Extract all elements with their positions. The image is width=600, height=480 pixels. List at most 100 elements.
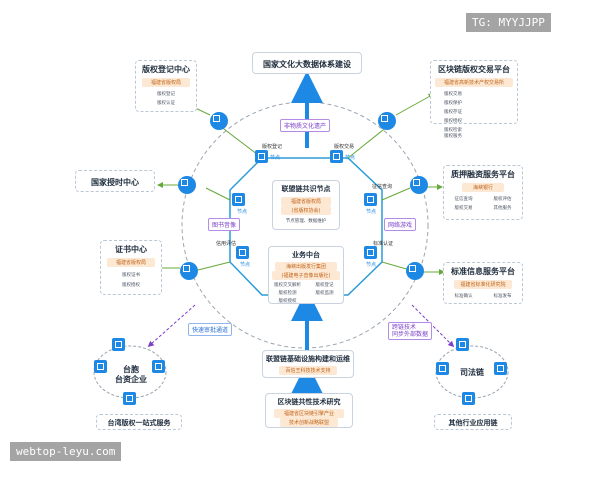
national-time-title: 国家授时中心: [91, 178, 139, 187]
trade-item: 版权检索: [444, 128, 462, 133]
culture-bigdata-title: 国家文化大数据体系建设: [263, 60, 351, 69]
culture-bigdata-box: 国家文化大数据体系建设: [252, 52, 362, 74]
building-icon: [456, 338, 469, 351]
infra-box: 联盟链基础设施构建和运维 百信王科技技术支持: [262, 350, 354, 378]
blockchain-trade-org: 福建省高新技术产权交易所: [435, 78, 513, 87]
network-game-tag: 网络游戏: [384, 218, 417, 231]
building-icon: [94, 360, 107, 373]
ring-label-standard: 标准认证: [373, 241, 394, 247]
infra-title: 联盟链基础设施构建和运维: [266, 355, 350, 363]
pledge-finance-platform: 质押融资服务平台 海峡银行 征信查询 版权评估 版权交易 其他服务: [443, 165, 523, 220]
consensus-node-title: 联盟链共识节点: [281, 185, 331, 193]
business-platform-box: 业务中台 海峡出版发行集团 (福建电子音像出版社) 版权交叉解析 版权登记 版权…: [268, 246, 344, 304]
building-icon: [112, 338, 125, 351]
certificate-center-org: 福建省版权局: [107, 258, 155, 267]
outer-ring: [181, 101, 429, 349]
pledge-item: 版权交易: [454, 206, 473, 211]
copyright-register-item: 版权登记: [157, 92, 175, 97]
node-label: 节点: [366, 262, 377, 268]
certificate-center: 证书中心 福建省版权局 版权证书 版权授权: [100, 240, 162, 295]
standard-item: 标准发布: [493, 294, 512, 299]
taiwan-service-text: 台湾版权一站式服务: [107, 419, 171, 427]
blockchain-trade-title: 区块链版权交易平台: [438, 65, 510, 74]
blockchain-trade-platform: 区块链版权交易平台 福建省高新技术产权交易所 版权交易 版权保护 版权存证 版权…: [430, 60, 518, 139]
ring-label-credit-eval: 信用评估: [216, 241, 237, 247]
taiwan-title: 台胞: [123, 365, 139, 374]
watermark-top: TG: MYYJJPP: [466, 13, 551, 32]
node-icon: [232, 193, 245, 206]
research-title: 区块链共性技术研究: [277, 398, 341, 406]
inner-octagon: [229, 157, 383, 296]
building-icon: [410, 176, 428, 194]
intangible-heritage-tag: 非物质文化遗产: [280, 119, 331, 132]
business-platform-title: 业务中台: [292, 251, 320, 259]
node-icon: [364, 246, 377, 259]
research-org2: 技术创新战略联盟: [280, 418, 338, 427]
cross-chain-label: 跨链技术: [392, 324, 417, 331]
building-icon: [462, 392, 475, 405]
node-icon: [364, 193, 377, 206]
node-icon: [255, 150, 268, 163]
copyright-register-title: 版权登记中心: [142, 65, 190, 74]
copyright-register-center: 版权登记中心 福建省版权局 版权登记 版权认证: [135, 60, 197, 112]
consensus-node-org: 福建省版权局: [281, 197, 331, 206]
business-item: 版权登记: [315, 283, 334, 288]
trade-item: 版权保护: [444, 101, 462, 106]
building-icon: [123, 392, 136, 405]
building-icon: [494, 362, 507, 375]
building-icon: [178, 176, 196, 194]
business-item: 版权授权: [278, 299, 297, 304]
consensus-node-box: 联盟链共识节点 福建省版权局 (省版权协会) 节点管理、数据维护: [272, 180, 340, 230]
research-org: 福建省区块链引擎产业: [274, 409, 344, 418]
building-icon: [180, 262, 198, 280]
building-icon: [152, 360, 165, 373]
consensus-node-org2: (省版权协会): [281, 206, 331, 215]
taiwan-enterprise-title: 台资企业: [115, 375, 147, 384]
pledge-finance-org: 海峡银行: [462, 183, 504, 192]
other-industry-text: 其他行业应用链: [448, 419, 498, 427]
node-label: 节点: [366, 209, 377, 215]
ring-label-register: 版权登记: [262, 144, 283, 150]
trade-item: 版权服务: [444, 134, 462, 139]
copyright-register-item: 版权认证: [157, 101, 175, 106]
business-item: 版权交叉解析: [274, 283, 301, 288]
certificate-item: 版权证书: [122, 273, 140, 278]
consensus-node-note: 节点管理、数据维护: [285, 219, 327, 224]
pledge-item: 征信查询: [454, 197, 473, 202]
business-item: 版权检测: [278, 291, 297, 296]
cross-chain-tag: 跨链技术 同步外部数据: [388, 322, 433, 340]
node-icon: [330, 150, 343, 163]
building-icon: [406, 262, 424, 280]
node-label: 节点: [240, 262, 251, 268]
pledge-item: 其他服务: [493, 206, 512, 211]
fast-review-tag: 快速审批通道: [188, 323, 233, 336]
justice-chain-title: 司法链: [460, 368, 484, 377]
certificate-item: 版权授权: [122, 283, 140, 288]
trade-item: 版权交易: [444, 92, 462, 97]
watermark-bottom: webtop-leyu.com: [10, 442, 122, 461]
standard-item: 标准确认: [454, 294, 473, 299]
standard-info-title: 标准信息服务平台: [451, 267, 515, 276]
infra-org: 百信王科技技术支持: [279, 366, 337, 375]
node-icon: [236, 246, 249, 259]
certificate-center-title: 证书中心: [115, 245, 147, 254]
node-label: 节点: [237, 209, 248, 215]
taiwan-service-caption: 台湾版权一站式服务: [96, 414, 182, 430]
building-icon: [210, 112, 228, 130]
pledge-finance-title: 质押融资服务平台: [451, 170, 515, 179]
trade-item: 版权存证: [444, 110, 462, 115]
business-platform-org2: (福建电子音像出版社): [272, 271, 340, 280]
business-platform-org: 海峡出版发行集团: [275, 262, 337, 271]
ring-label-credit-query: 征信查询: [372, 184, 393, 190]
copyright-register-org: 福建省版权局: [142, 78, 190, 87]
standard-info-platform: 标准信息服务平台 福建省标准化研究院 标准确认 标准发布: [443, 262, 523, 304]
standard-info-org: 福建省标准化研究院: [454, 280, 512, 289]
business-item: 版权监测: [315, 291, 334, 296]
node-label: 节点: [345, 155, 356, 161]
pledge-item: 版权评估: [493, 197, 512, 202]
other-industry-caption: 其他行业应用链: [434, 414, 512, 430]
library-audio-tag: 图书音像: [208, 218, 241, 231]
research-box: 区块链共性技术研究 福建省区块链引擎产业 技术创新战略联盟: [265, 393, 353, 428]
building-icon: [378, 112, 396, 130]
node-label: 节点: [270, 155, 281, 161]
